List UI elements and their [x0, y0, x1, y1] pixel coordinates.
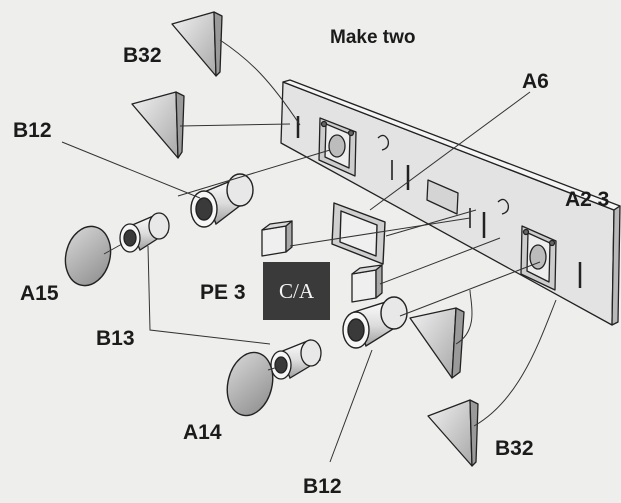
label-b12-bottom: B12: [303, 475, 342, 498]
bracket-a6: [331, 202, 386, 265]
lens-caps: [64, 225, 274, 417]
b12-cylinders: [190, 173, 408, 349]
label-b12-top: B12: [13, 119, 52, 142]
label-b32-bottom: B32: [495, 437, 534, 460]
label-b13: B13: [96, 327, 135, 350]
label-pe3: PE 3: [200, 281, 246, 304]
b32-triangles: [131, 11, 479, 467]
ca-badge: C/A: [263, 262, 330, 320]
label-a6: A6: [522, 70, 549, 93]
title-make-two: Make two: [330, 27, 416, 48]
pe3-clips: [261, 220, 383, 303]
leader-lines: [61, 39, 557, 463]
label-a14: A14: [183, 421, 222, 444]
label-b32-top: B32: [123, 44, 162, 67]
b13-cylinders: [119, 212, 322, 380]
label-a15: A15: [20, 282, 59, 305]
plate-a2: [280, 79, 621, 326]
label-a2-3: A2 3: [565, 188, 610, 211]
